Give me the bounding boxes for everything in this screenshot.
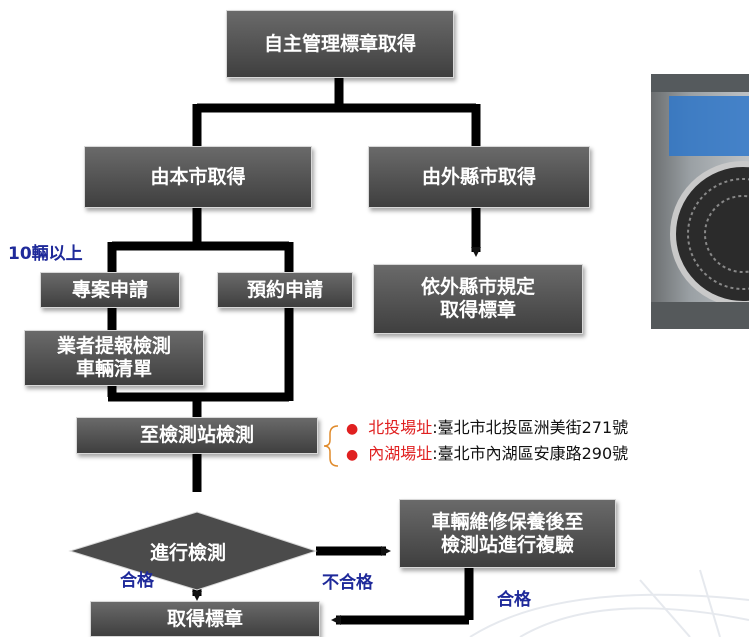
location-item-beitou: ●北投場址:臺北市北投區洲美街271號 — [346, 418, 629, 437]
node-go-station: 至檢測站檢測 — [76, 417, 318, 454]
node-obtain: 取得標章 — [90, 601, 320, 637]
label-fail: 不合格 — [322, 573, 373, 593]
label-ten-plus: 10輛以上 — [8, 244, 83, 264]
location-bracket — [323, 425, 339, 467]
node-top: 自主管理標章取得 — [226, 10, 454, 78]
node-other-rules: 依外縣市規定 取得標章 — [373, 264, 583, 334]
location-address: 臺北市北投區洲美街271號 — [437, 418, 629, 437]
vehicle-inspection-photo — [651, 74, 749, 329]
node-local: 由本市取得 — [84, 146, 312, 208]
bullet-icon: ● — [346, 421, 359, 437]
node-inspect-label: 進行檢測 — [149, 542, 226, 564]
inspect-diamond — [68, 511, 318, 591]
node-reserve-apply: 預約申請 — [217, 272, 353, 308]
label-pass-left: 合格 — [120, 571, 154, 591]
node-other-county: 由外縣市取得 — [368, 146, 590, 208]
node-project-apply: 專案申請 — [40, 272, 180, 308]
label-pass-right: 合格 — [497, 590, 531, 610]
location-name: 內湖場址 — [368, 444, 433, 463]
node-submit-list: 業者提報檢測 車輛清單 — [24, 330, 204, 386]
bullet-icon: ● — [346, 447, 359, 463]
background-watermark — [469, 569, 749, 637]
location-address: 臺北市內湖區安康路290號 — [437, 444, 629, 463]
connector-lines — [107, 77, 481, 625]
location-name: 北投場址 — [368, 418, 433, 437]
node-repair: 車輛維修保養後至 檢測站進行複驗 — [399, 499, 616, 568]
location-item-neihu: ●內湖場址:臺北市內湖區安康路290號 — [346, 444, 629, 463]
